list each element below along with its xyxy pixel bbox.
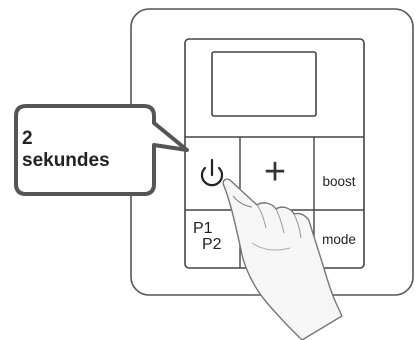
program-button[interactable]: P1 P2 [193,221,233,253]
callout-line-2: sekundes [22,150,110,171]
callout-text: 2 sekundes [22,128,152,172]
display-screen [211,51,317,117]
power-icon[interactable] [200,158,224,187]
callout-bubble [14,104,189,196]
p2-label: P2 [202,236,222,253]
boost-button[interactable]: boost [322,174,356,189]
p1-label: P1 [193,220,213,237]
plus-button[interactable]: + [263,151,287,193]
hand-illustration [222,178,343,340]
callout-line-1: 2 [22,128,33,149]
mode-button[interactable]: mode [322,232,356,247]
